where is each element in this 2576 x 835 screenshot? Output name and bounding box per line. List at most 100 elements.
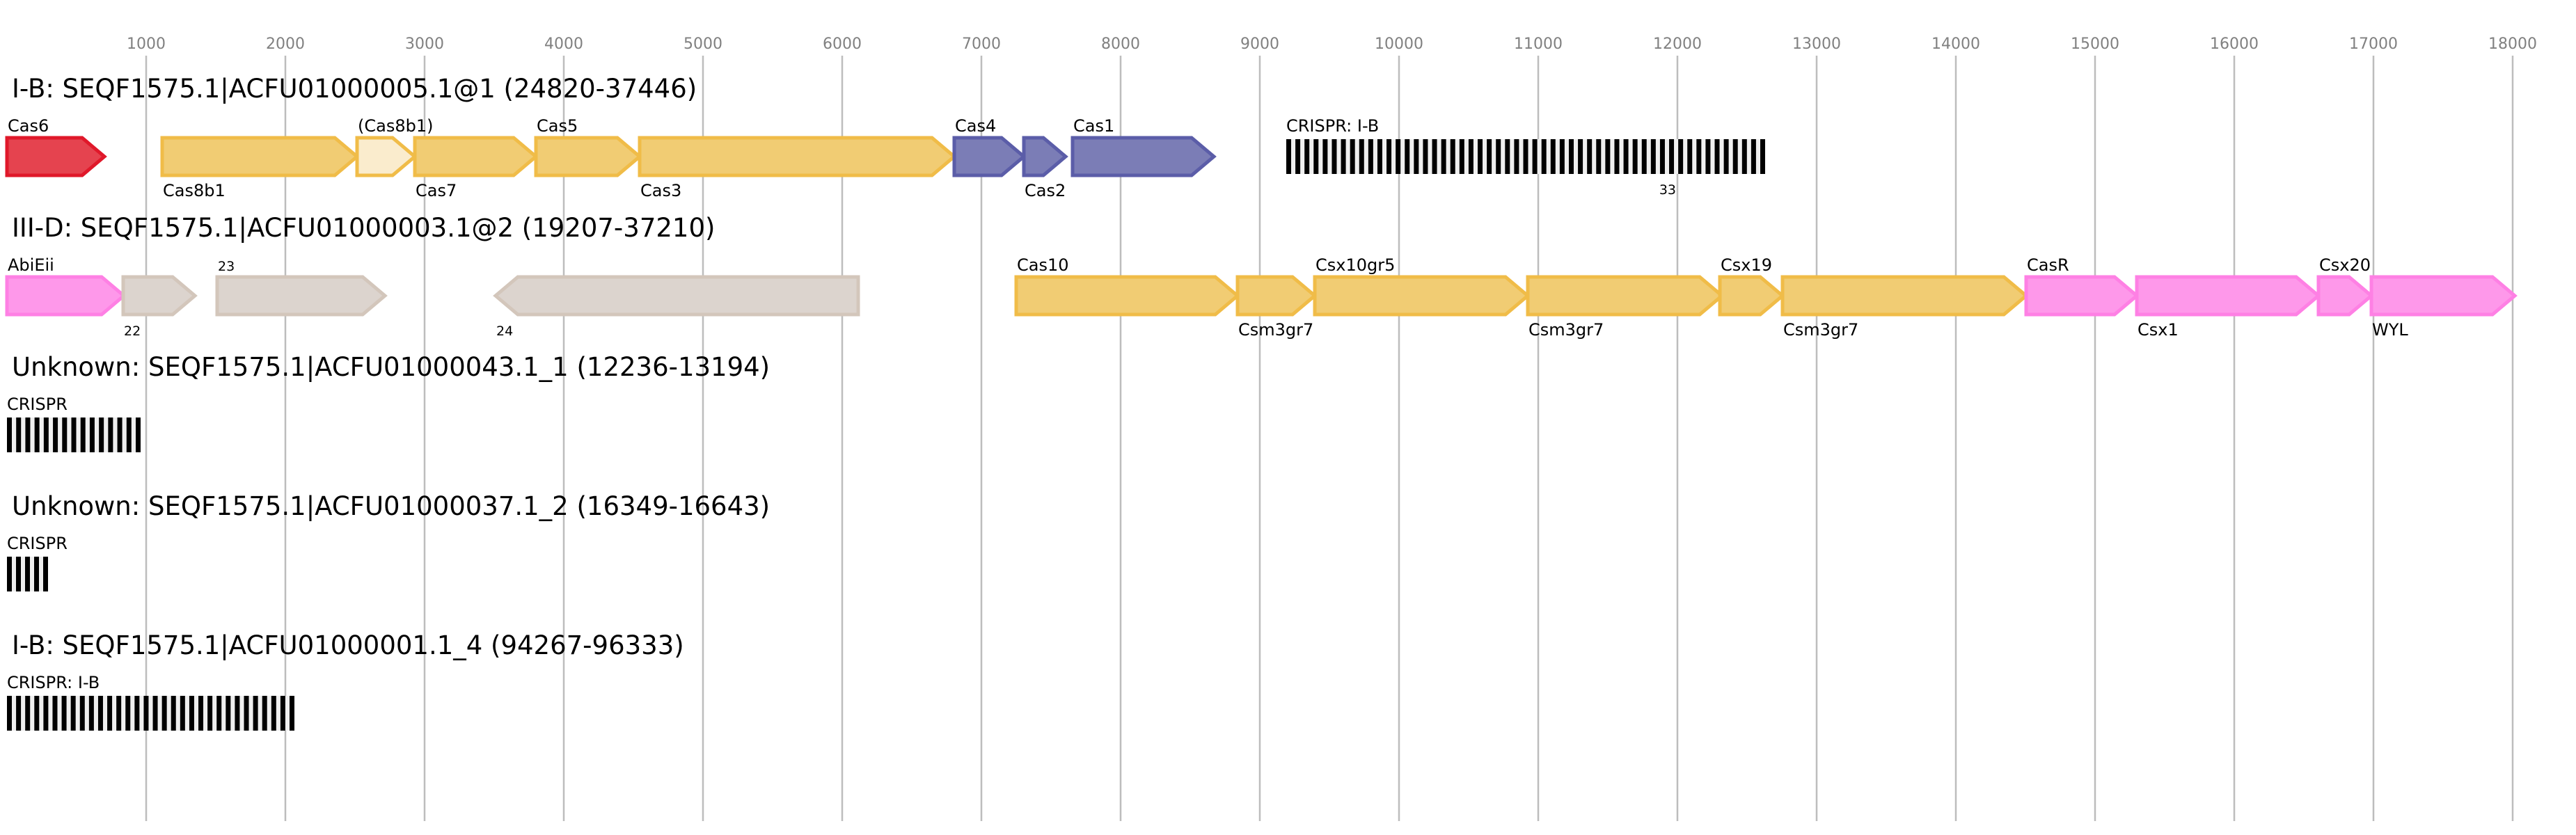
tick-label: 5000 — [683, 35, 722, 53]
crispr-repeat — [1441, 139, 1446, 174]
crispr-repeat — [25, 557, 30, 591]
crispr-repeat — [80, 418, 86, 452]
gene-arrow-cas1[interactable] — [1070, 136, 1217, 177]
gene-arrow-csx10gr5[interactable] — [1313, 275, 1531, 317]
locus-row: I-B: SEQF1575.1|ACFU01000001.1_4 (94267-… — [7, 630, 684, 731]
crispr-repeat — [43, 418, 49, 452]
crispr-array[interactable] — [1286, 139, 1765, 174]
tick-label: 6000 — [823, 35, 862, 53]
locus-title: III-D: SEQF1575.1|ACFU01000003.1@2 (1920… — [12, 213, 715, 243]
crispr-repeat — [34, 557, 39, 591]
gene-arrow-cas6[interactable] — [5, 136, 107, 177]
crispr-repeat — [1377, 139, 1382, 174]
crispr-repeat — [88, 696, 94, 731]
crispr-label: CRISPR: I-B — [7, 673, 100, 692]
tick-label: 16000 — [2210, 35, 2259, 53]
crispr-repeat — [216, 696, 222, 731]
gene-arrow-wyl[interactable] — [2369, 275, 2518, 317]
crispr-repeat — [1332, 139, 1337, 174]
crispr-array[interactable] — [7, 557, 48, 591]
crispr-repeat — [1414, 139, 1419, 174]
tick-label: 11000 — [1514, 35, 1563, 53]
crispr-repeat — [290, 696, 294, 731]
crispr-repeat — [1359, 139, 1364, 174]
tick-label: 18000 — [2488, 35, 2537, 53]
tick-label: 8000 — [1101, 35, 1140, 53]
crispr-repeat — [25, 696, 31, 731]
crispr-repeat — [16, 557, 21, 591]
gene-arrow-csx20[interactable] — [2316, 275, 2374, 317]
gene-arrow-casr[interactable] — [2024, 275, 2140, 317]
crispr-repeat — [1669, 139, 1675, 174]
crispr-repeat — [1760, 139, 1765, 174]
locus-row: I-B: SEQF1575.1|ACFU01000005.1@1 (24820-… — [5, 74, 1765, 200]
gene-arrow-cas7[interactable] — [413, 136, 539, 177]
locus-title: Unknown: SEQF1575.1|ACFU01000043.1_1 (12… — [12, 352, 770, 382]
crispr-repeat — [125, 696, 131, 731]
crispr-repeat — [1496, 139, 1501, 174]
gene-arrow-csm3gr7[interactable] — [1780, 275, 2029, 317]
gene-label: Cas5 — [537, 116, 578, 136]
crispr-repeat — [1632, 139, 1638, 174]
gene-arrow-cas5[interactable] — [534, 136, 642, 177]
gene-arrow--cas8b1-[interactable] — [355, 136, 418, 177]
crispr-repeat — [61, 696, 67, 731]
gene-label: AbiEii — [8, 255, 54, 275]
crispr-repeat — [16, 418, 22, 452]
gene-label: Cas7 — [416, 181, 457, 200]
gene-arrow-22[interactable] — [121, 275, 198, 317]
crispr-label: CRISPR — [7, 534, 68, 553]
gene-arrow-24[interactable] — [493, 275, 860, 317]
gene-arrow-csm3gr7[interactable] — [1235, 275, 1318, 317]
crispr-repeat — [1732, 139, 1738, 174]
gene-label: 24 — [496, 324, 513, 339]
crispr-repeat — [1578, 139, 1583, 174]
gene-label: Csx19 — [1721, 255, 1772, 275]
tick-label: 1000 — [127, 35, 166, 53]
crispr-repeat — [1559, 139, 1565, 174]
crispr-repeat — [79, 696, 85, 731]
gene-arrow-csx1[interactable] — [2135, 275, 2321, 317]
crispr-repeat — [1614, 139, 1620, 174]
tick-label: 4000 — [544, 35, 583, 53]
crispr-label: CRISPR — [7, 395, 68, 414]
crispr-repeat — [271, 696, 276, 731]
gene-label: Cas10 — [1017, 255, 1069, 275]
crispr-array[interactable] — [7, 418, 141, 452]
gene-arrow-cas8b1[interactable] — [160, 136, 360, 177]
locus-title: I-B: SEQF1575.1|ACFU01000005.1@1 (24820-… — [12, 74, 697, 104]
crispr-repeat — [52, 696, 58, 731]
crispr-repeat — [1723, 139, 1729, 174]
crispr-repeat — [1478, 139, 1483, 174]
crispr-array[interactable] — [7, 696, 294, 731]
crispr-repeat — [1505, 139, 1510, 174]
gene-label: Cas3 — [640, 181, 681, 200]
crispr-repeat — [16, 696, 22, 731]
gene-arrow-23[interactable] — [215, 275, 388, 317]
gene-arrow-cas4[interactable] — [952, 136, 1027, 177]
locus-row: Unknown: SEQF1575.1|ACFU01000037.1_2 (16… — [7, 491, 770, 591]
crispr-repeat — [1468, 139, 1473, 174]
gene-label: CasR — [2027, 255, 2069, 275]
gene-arrow-cas10[interactable] — [1014, 275, 1240, 317]
crispr-repeat — [235, 696, 240, 731]
crispr-repeat — [34, 696, 40, 731]
gene-label: Csx10gr5 — [1315, 255, 1395, 275]
locus-row: III-D: SEQF1575.1|ACFU01000003.1@2 (1920… — [5, 213, 2518, 340]
gene-arrow-cas3[interactable] — [638, 136, 957, 177]
crispr-repeat — [171, 696, 176, 731]
gene-label: (Cas8b1) — [358, 116, 433, 136]
crispr-repeat — [1541, 139, 1547, 174]
gene-arrow-csm3gr7[interactable] — [1526, 275, 1725, 317]
gene-arrow-cas2[interactable] — [1022, 136, 1068, 177]
crispr-repeat — [1659, 139, 1665, 174]
tick-label: 10000 — [1375, 35, 1423, 53]
crispr-repeat — [116, 696, 122, 731]
crispr-repeat — [1304, 139, 1310, 174]
crispr-repeat — [43, 696, 49, 731]
gene-arrow-abieii[interactable] — [5, 275, 127, 317]
crispr-repeat — [1341, 139, 1346, 174]
gene-arrow-csx19[interactable] — [1718, 275, 1785, 317]
gene-label: Csm3gr7 — [1528, 320, 1604, 340]
crispr-repeat — [134, 696, 140, 731]
